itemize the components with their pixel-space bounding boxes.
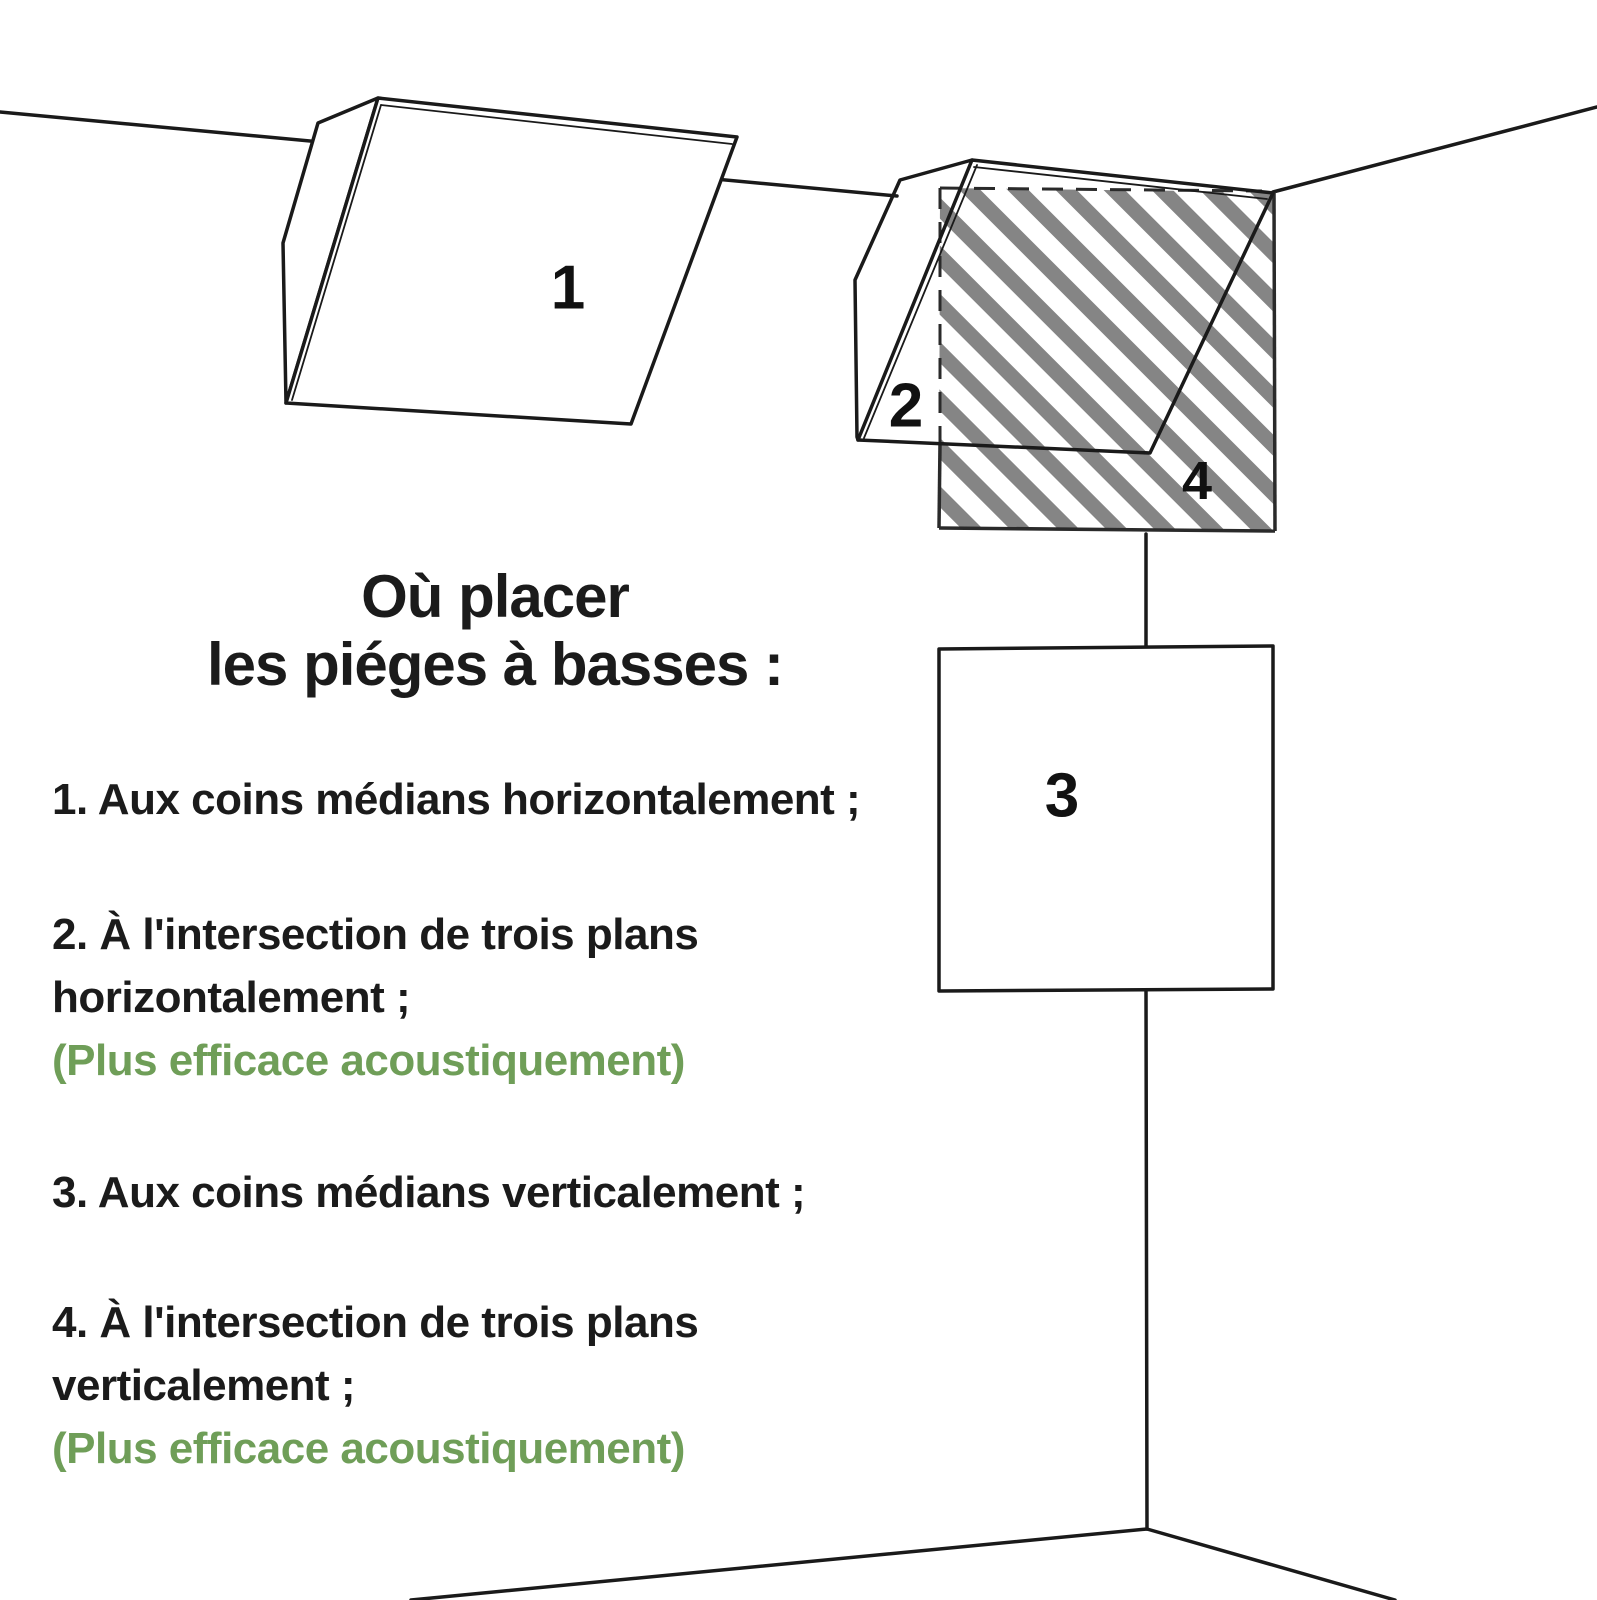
list-item-4-text-line2: verticalement ; xyxy=(52,1361,356,1410)
ceiling-wall-edge-right xyxy=(1271,105,1597,194)
list-item-3: 3. Aux coins médians verticalement ; xyxy=(52,1161,806,1224)
hatched-zone-4 xyxy=(937,186,1277,533)
zone4-bottom-edge xyxy=(938,526,1276,533)
list-item-2: 2. À l'intersection de trois plans horiz… xyxy=(52,903,699,1092)
panel2-front-face xyxy=(856,158,1275,455)
panel1-top-edge-inner-line xyxy=(380,104,733,145)
list-item-4-text-line1: 4. À l'intersection de trois plans xyxy=(52,1298,699,1347)
list-item-1-text: 1. Aux coins médians horizontalement ; xyxy=(52,775,861,824)
bass-trap-panel-1 xyxy=(281,96,739,426)
zone4-right-edge xyxy=(1272,191,1277,532)
panel2-top-edge-inner-line xyxy=(973,166,1268,200)
panel1-front-face xyxy=(284,96,739,426)
list-item-2-note: (Plus efficace acoustiquement) xyxy=(52,1036,685,1085)
list-item-1: 1. Aux coins médians horizontalement ; xyxy=(52,768,861,831)
panel2-number-label: 2 xyxy=(889,372,923,441)
list-item-3-text: 3. Aux coins médians verticalement ; xyxy=(52,1168,806,1217)
wall-corner-segment-lower xyxy=(1144,988,1149,1531)
bass-trap-panel-3 xyxy=(937,644,1275,993)
list-item-2-text-line2: horizontalement ; xyxy=(52,973,411,1022)
panel2-left-edge-inner-line xyxy=(863,164,978,439)
list-item-2-text-line1: 2. À l'intersection de trois plans xyxy=(52,910,699,959)
list-item-4-note: (Plus efficace acoustiquement) xyxy=(52,1424,685,1473)
floor-wall-edge-left xyxy=(409,1527,1149,1600)
page-title-line1: Où placer xyxy=(361,563,630,630)
zone4-left-edge-solid xyxy=(937,443,942,529)
list-item-4: 4. À l'intersection de trois plans verti… xyxy=(52,1291,699,1480)
panel1-left-edge-inner-line xyxy=(291,104,382,401)
page-title-line2: les piéges à basses : xyxy=(206,631,784,698)
bass-trap-panel-2 xyxy=(853,158,1275,455)
panel3-number-label: 3 xyxy=(1045,762,1079,831)
page-title: Où placer les piéges à basses : xyxy=(0,563,990,699)
zone4-number-label: 4 xyxy=(1182,451,1212,511)
hatched-zone-4-stripes xyxy=(939,188,1275,531)
panel1-number-label: 1 xyxy=(551,254,585,323)
floor-wall-edge-right xyxy=(1145,1527,1397,1600)
zone4-top-edge-dashed xyxy=(939,186,1263,193)
